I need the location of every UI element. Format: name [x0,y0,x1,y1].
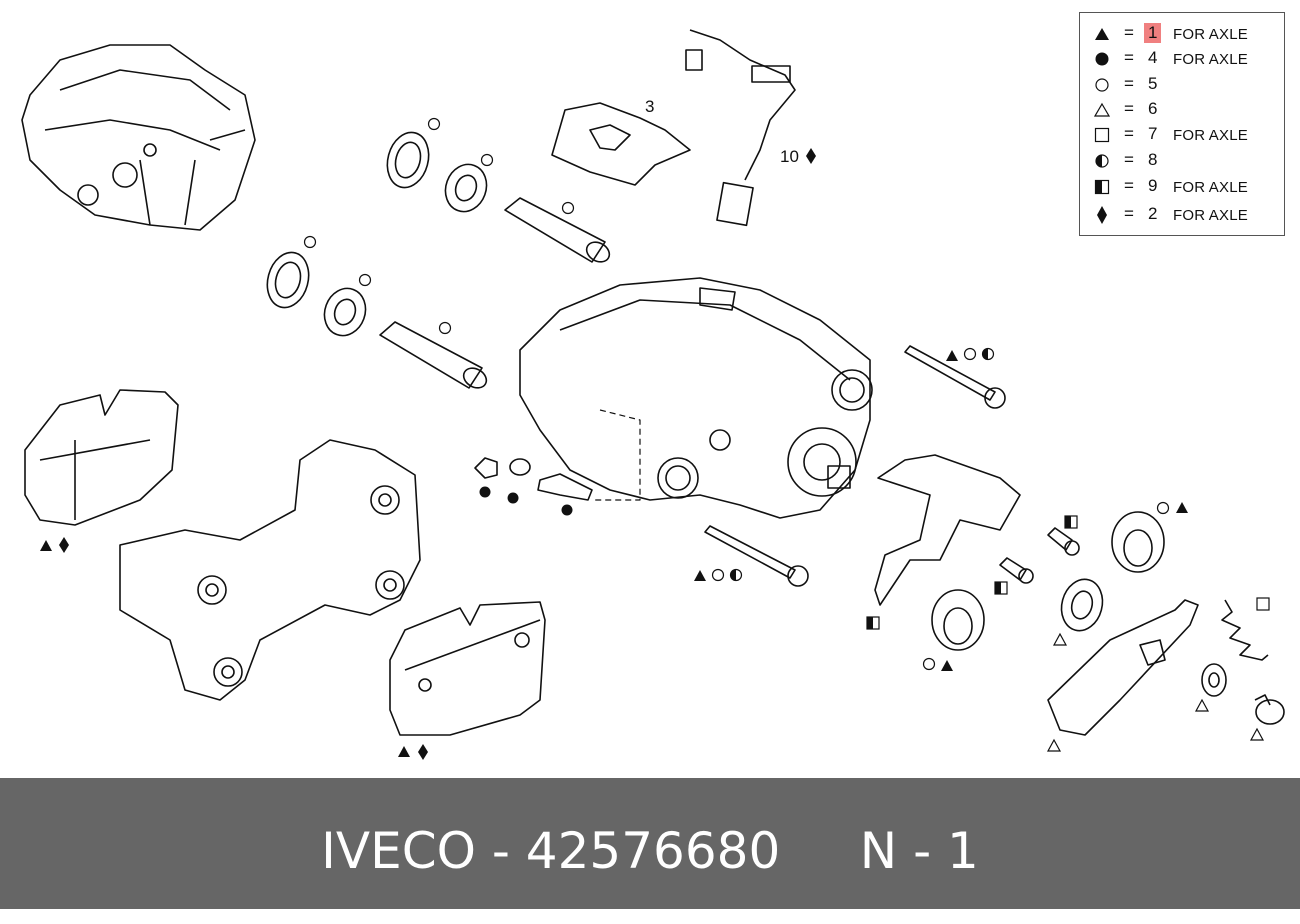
legend-equals: = [1124,99,1134,118]
callout-number-10: 10 [780,147,799,166]
wear-sensor-part [685,29,796,227]
exploded-brake-caliper-diagram: 3 10 [21,29,1285,760]
adjuster-lever-part [1047,599,1199,736]
eccentric-part [931,589,985,651]
legend-quantity: 1 [1144,23,1162,43]
filled-diamond-icon [1097,206,1107,224]
legend-row: = 4 FOR AXLE [1080,48,1286,72]
footer-bar: IVECO - 42576680 N - 1 [0,778,1300,909]
dust-seal-part [266,251,310,309]
callout-number-3: 3 [645,97,654,116]
lever-plate-part [874,454,1021,606]
legend-equals: = [1124,74,1134,93]
filled-circle-icon [1095,52,1109,66]
legend-row: =6 [1080,99,1286,123]
caliper-bolt-part [704,525,809,587]
filled-triangle-icon [1095,28,1109,40]
open-square-icon [1094,127,1110,143]
half-square-icon [1094,179,1110,195]
brake-pad-part [24,389,179,526]
dust-seal-part [386,131,430,189]
brake-pad-part [389,601,546,736]
bracket-plate-part [551,102,691,186]
legend-quantity: 8 [1148,150,1158,169]
bushing-part [444,163,488,213]
legend-row: = 9 FOR AXLE [1080,176,1286,200]
return-spring-part [1221,599,1269,661]
legend-for-axle: FOR AXLE [1173,207,1248,224]
legend-quantity: 5 [1148,74,1158,93]
diamond-marker-icon [806,148,816,164]
legend-quantity: 9 [1148,176,1158,195]
caliper-bolt-part [904,345,1006,409]
legend-for-axle: FOR AXLE [1173,51,1248,68]
legend-quantity: 4 [1148,48,1158,67]
eccentric-part [1111,511,1165,573]
carrier-bracket-part [119,439,421,701]
legend-equals: = [1124,23,1134,42]
legend-quantity: 6 [1148,99,1158,118]
legend-row: = 1 FOR AXLE [1080,23,1286,47]
nut-part [1254,694,1285,725]
guide-sleeve-part [504,197,611,263]
legend-row: =5 [1080,74,1286,98]
assembled-caliper-part [21,44,256,231]
legend-equals: = [1124,48,1134,67]
legend-quantity: 7 [1148,124,1158,143]
legend-row: =8 [1080,150,1286,174]
open-triangle-icon [1094,102,1110,117]
washer-part [1060,578,1227,697]
legend-equals: = [1124,150,1134,169]
bushing-part [323,287,367,337]
legend-row: = 2 FOR AXLE [1080,204,1286,228]
half-circle-icon [1095,154,1109,168]
guide-sleeve-part [379,321,488,389]
small-screw-part [999,527,1080,584]
legend-equals: = [1124,124,1134,143]
legend-quantity: 2 [1148,204,1158,223]
open-circle-icon [1095,78,1109,92]
caliper-housing-part [519,277,873,519]
legend-row: = 7 FOR AXLE [1080,124,1286,148]
legend-for-axle: FOR AXLE [1173,127,1248,144]
bleed-cap-part [474,457,593,501]
part-number-caption: IVECO - 42576680 N - 1 [321,822,979,880]
legend-equals: = [1124,176,1134,195]
legend-equals: = [1124,204,1134,223]
legend-for-axle: FOR AXLE [1173,26,1248,43]
legend-for-axle: FOR AXLE [1173,179,1248,196]
